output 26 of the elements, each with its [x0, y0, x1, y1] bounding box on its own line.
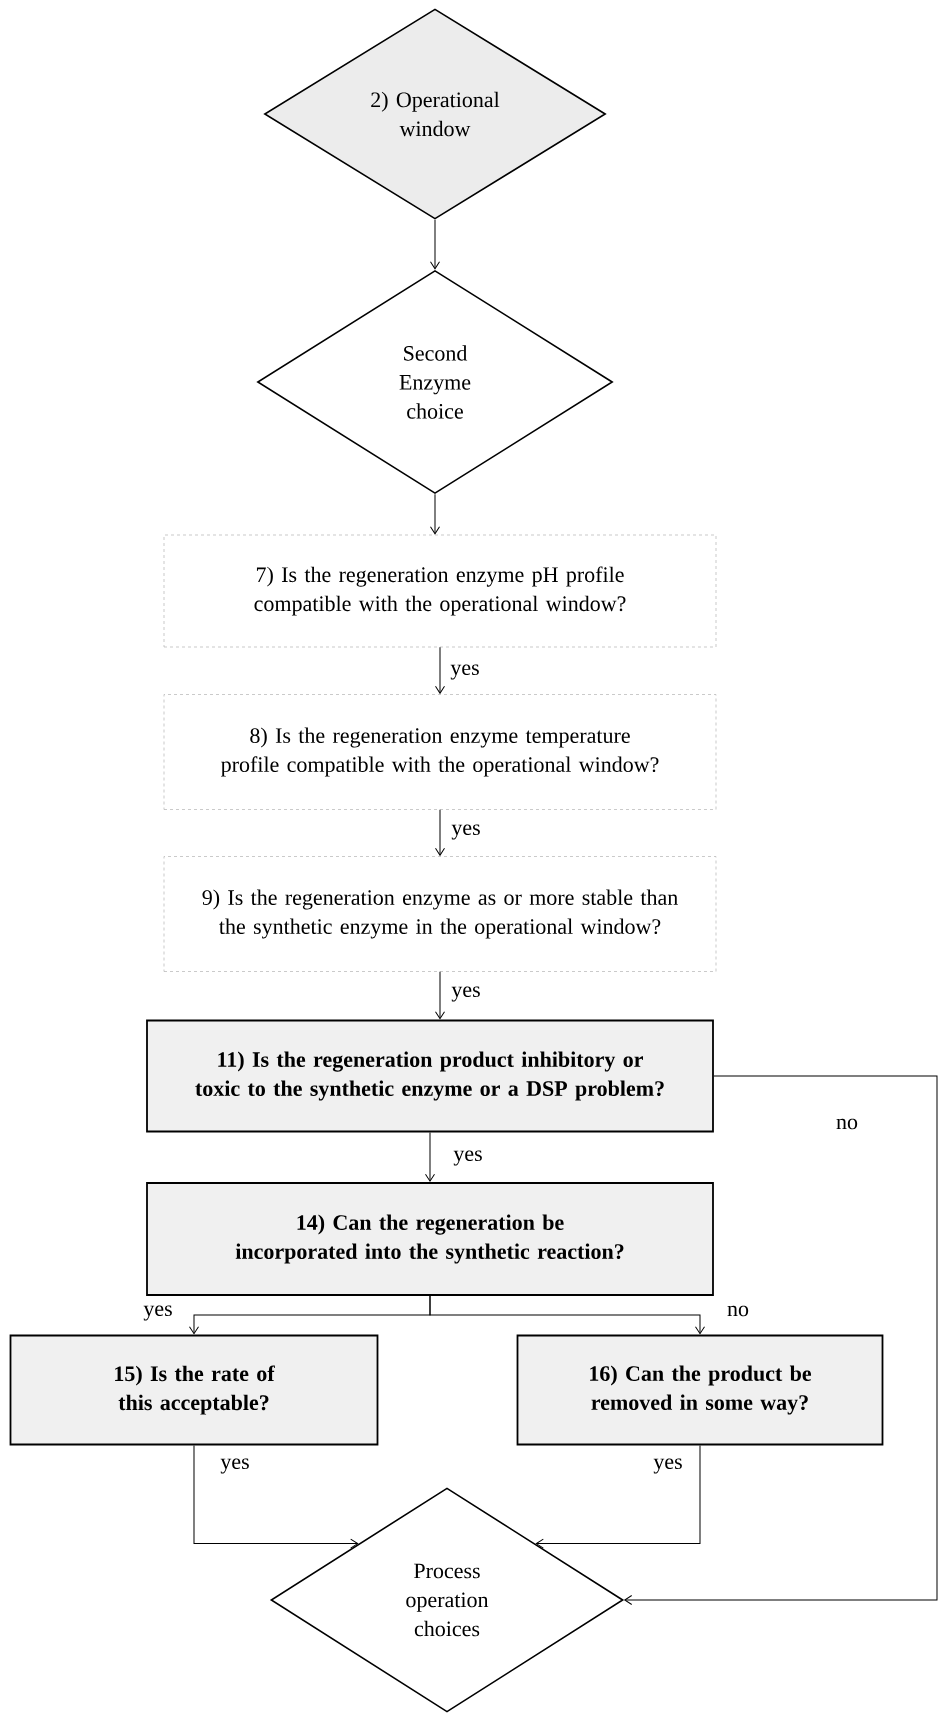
question-box: 16) Can the product be removed in some way? [516, 1334, 884, 1446]
arrow [435, 646, 445, 694]
arrow [624, 1075, 938, 1605]
edge-label: yes [452, 1149, 484, 1167]
question-box: 8) Is the regeneration enzyme temperature profile compatible with the operational window? [163, 694, 717, 810]
arrow [430, 219, 440, 270]
question-box: 9) Is the regeneration enzyme as or more stable than the synthetic enzyme in the operational window? [163, 856, 717, 972]
edge-label: no [835, 1117, 859, 1131]
arrow [430, 493, 440, 535]
question-box: 15) Is the rate of this acceptable? [9, 1334, 379, 1446]
question-box: 14) Can the regeneration be incorporated into the synthetic reaction? [146, 1182, 714, 1296]
arrow [429, 1295, 705, 1335]
edge-label: yes [450, 985, 482, 1003]
question-box: 11) Is the regeneration product inhibitory or toxic to the synthetic enzyme or a DSP problem? [146, 1019, 714, 1133]
edge-label: yes [449, 663, 481, 681]
arrow [535, 1444, 701, 1549]
edge-label: no [726, 1304, 750, 1318]
arrow [435, 809, 445, 856]
edge-label: yes [219, 1457, 251, 1475]
arrow [425, 1131, 435, 1182]
edge-label: yes [450, 823, 482, 841]
question-box: 7) Is the regeneration enzyme pH profile compatible with the operational window? [163, 534, 717, 648]
arrow [435, 971, 445, 1020]
edge-label: yes [142, 1304, 174, 1322]
arrow [193, 1444, 359, 1549]
edge-label: yes [652, 1457, 684, 1475]
